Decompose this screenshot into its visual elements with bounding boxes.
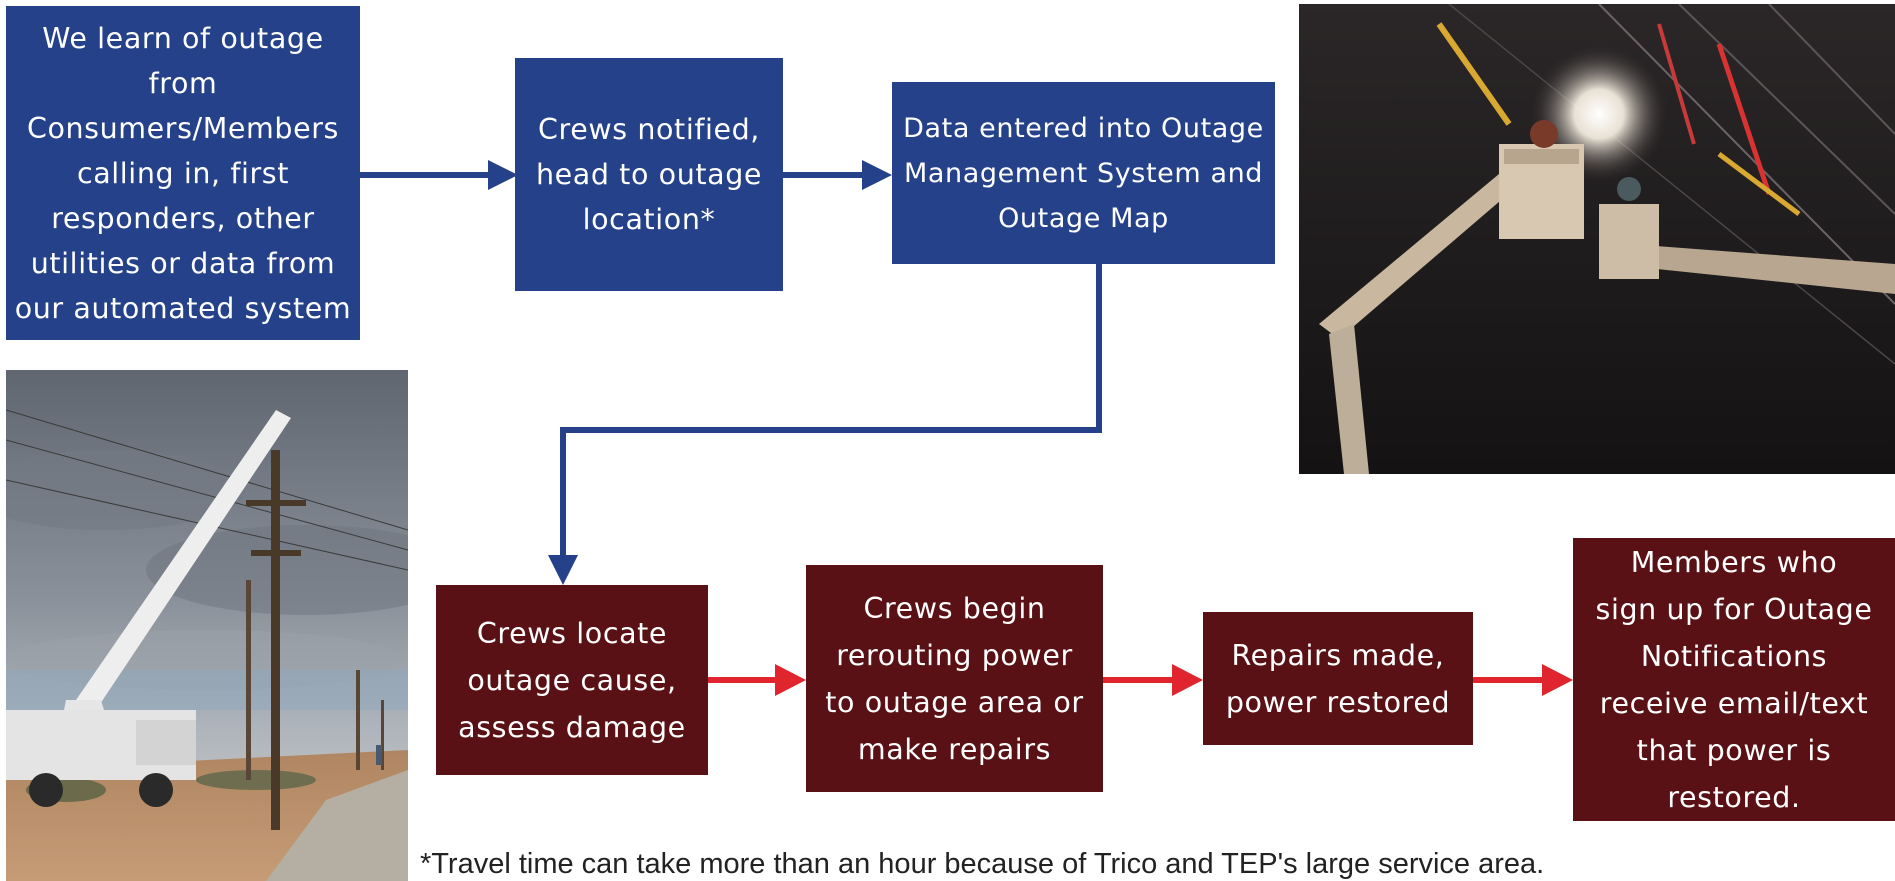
arrow-locate-to-reroute xyxy=(708,664,806,696)
crane-truck-day-photo xyxy=(6,370,408,881)
step-learn-of-outage: We learn of outage from Consumers/Member… xyxy=(6,6,360,340)
step-data-entered: Data entered into Outage Management Syst… xyxy=(892,82,1275,264)
arrow-reroute-to-repairs xyxy=(1102,664,1203,696)
step-learn-of-outage-text: We learn of outage from Consumers/Member… xyxy=(14,21,352,325)
step-crews-reroute-text: Crews begin rerouting power to outage ar… xyxy=(825,591,1084,766)
step-crews-locate: Crews locate outage cause, assess damage xyxy=(436,585,708,775)
arrow-repairs-to-notifications xyxy=(1473,664,1573,696)
step-repairs-made: Repairs made, power restored xyxy=(1203,612,1473,745)
arrow-notify-to-data xyxy=(782,160,892,190)
bucket-truck-night-photo xyxy=(1299,4,1895,474)
step-member-notifications-text: Members who sign up for Outage Notificat… xyxy=(1595,545,1873,814)
step-data-entered-text: Data entered into Outage Management Syst… xyxy=(903,112,1264,234)
step-crews-reroute: Crews begin rerouting power to outage ar… xyxy=(806,565,1103,792)
step-crews-notified-text: Crews notified, head to outage location* xyxy=(535,113,763,236)
step-crews-locate-text: Crews locate outage cause, assess damage xyxy=(458,616,686,744)
travel-time-footnote: *Travel time can take more than an hour … xyxy=(420,848,1545,880)
step-member-notifications: Members who sign up for Outage Notificat… xyxy=(1573,538,1895,821)
arrow-learn-to-notify xyxy=(360,160,518,190)
arrow-data-to-locate xyxy=(548,264,1102,585)
step-repairs-made-text: Repairs made, power restored xyxy=(1225,638,1451,719)
step-crews-notified: Crews notified, head to outage location* xyxy=(515,58,783,291)
